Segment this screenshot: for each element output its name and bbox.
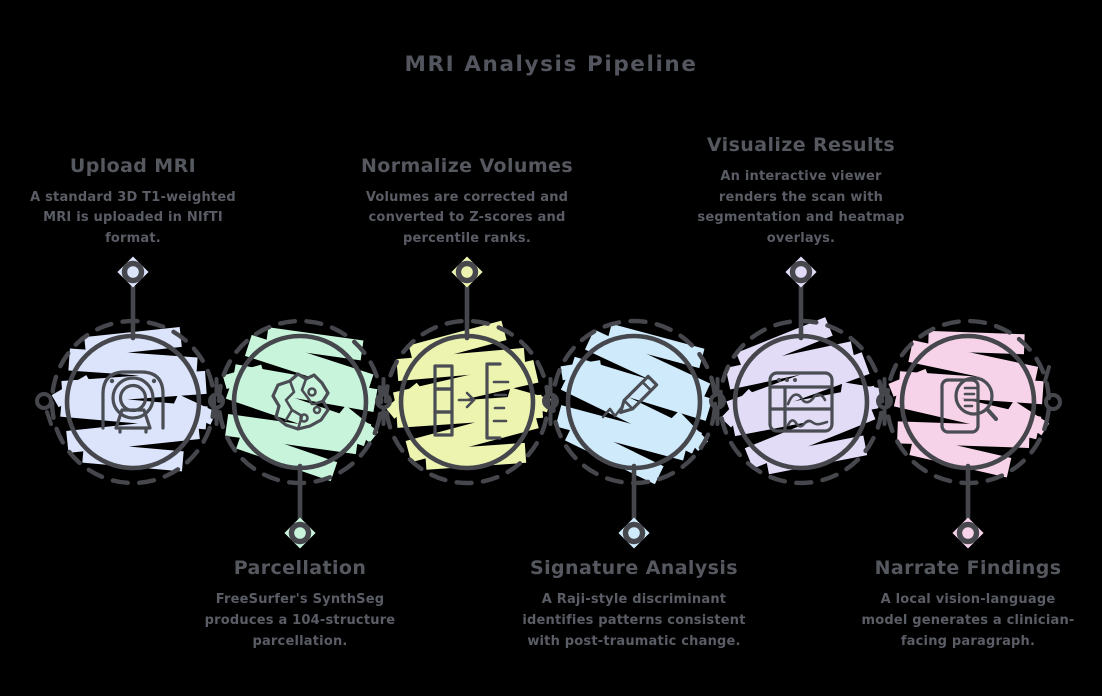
step-parcellation-text: Parcellation FreeSurfer's SynthSeg produ… xyxy=(170,557,430,652)
scribble-fill-upload xyxy=(51,327,217,472)
step-signature-analysis-text: Signature Analysis A Raji-style discrimi… xyxy=(504,557,764,652)
link-node xyxy=(542,377,559,426)
step-narrate-findings-text: Narrate Findings A local vision-language… xyxy=(838,557,1098,652)
step-title: Upload MRI xyxy=(69,154,197,177)
step-title: Signature Analysis xyxy=(530,557,738,579)
document-magnifier-icon xyxy=(940,376,998,434)
dashed-ring xyxy=(383,318,551,486)
step-description: FreeSurfer's SynthSeg produces a 104-str… xyxy=(204,592,396,649)
zscore-table-icon xyxy=(433,362,510,440)
step-circle-upload xyxy=(64,333,202,471)
pin-marker-upload xyxy=(117,256,148,287)
step-upload-mri-text: Upload MRI A standard 3D T1-weighted MRI… xyxy=(3,155,263,250)
step-circle-parcellation xyxy=(231,333,369,471)
dashed-ring xyxy=(216,318,384,486)
step-description: A standard 3D T1-weighted MRI is uploade… xyxy=(30,189,236,247)
link-node-end xyxy=(1043,365,1062,411)
dashed-ring xyxy=(884,318,1052,486)
step-title: Narrate Findings xyxy=(874,557,1062,579)
step-title: Normalize Volumes xyxy=(360,154,574,177)
link-node-start xyxy=(35,392,53,426)
step-circle-normalize xyxy=(398,333,536,471)
pin-marker-visualize xyxy=(785,256,816,287)
page-title: MRI Analysis Pipeline xyxy=(404,52,698,77)
brain-parcellation-icon xyxy=(271,372,330,431)
pin-marker-parcellation xyxy=(284,517,315,548)
viewer-window-icon xyxy=(768,371,834,433)
link-node xyxy=(208,377,225,426)
step-description: A Raji-style discriminant identifies pat… xyxy=(522,592,746,649)
step-description: Volumes are corrected and converted to Z… xyxy=(365,189,569,247)
step-visualize-results-text: Visualize Results An interactive viewer … xyxy=(671,134,931,250)
mri-scanner-icon xyxy=(101,370,165,434)
step-circle-narrate xyxy=(899,333,1037,471)
pin-marker-normalize xyxy=(451,256,482,287)
dashed-ring xyxy=(717,318,885,486)
pin-marker-narrate xyxy=(952,517,983,548)
pin-marker-signature xyxy=(618,517,649,548)
step-description: A local vision-language model generates … xyxy=(861,592,1075,649)
step-circle-visualize xyxy=(732,333,870,471)
step-title: Parcellation xyxy=(233,557,367,579)
link-node xyxy=(375,377,392,426)
step-description: An interactive viewer renders the scan w… xyxy=(697,168,905,247)
step-normalize-volumes-text: Normalize Volumes Volumes are corrected … xyxy=(337,155,597,250)
signature-pen-icon xyxy=(601,374,659,419)
link-node xyxy=(709,377,726,426)
step-title: Visualize Results xyxy=(706,133,896,156)
step-circle-signature xyxy=(565,333,703,471)
link-node xyxy=(876,377,893,426)
